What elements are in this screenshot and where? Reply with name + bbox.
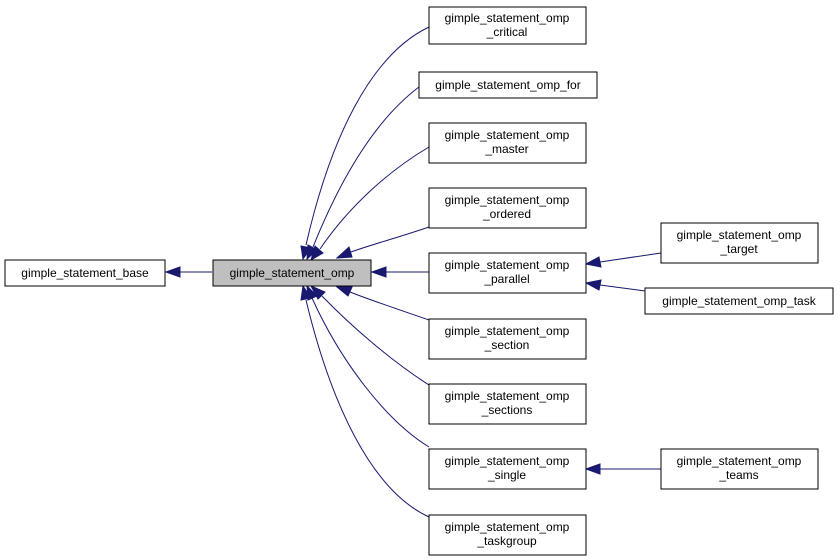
svg-text:gimple_statement_omp: gimple_statement_omp — [230, 266, 355, 280]
svg-text:gimple_statement_base: gimple_statement_base — [21, 266, 149, 280]
svg-text:_taskgroup: _taskgroup — [476, 534, 537, 548]
edge-single-to-omp — [311, 297, 430, 448]
svg-text:_parallel: _parallel — [483, 272, 529, 286]
svg-text:gimple_statement_omp: gimple_statement_omp — [445, 389, 570, 403]
svg-text:_section: _section — [484, 338, 530, 352]
svg-text:_single: _single — [487, 468, 526, 482]
svg-text:_sections: _sections — [481, 403, 533, 417]
svg-text:_critical: _critical — [486, 25, 528, 39]
svg-text:_teams: _teams — [718, 468, 758, 482]
edge-critical-to-omp — [305, 26, 430, 246]
svg-text:gimple_statement_omp: gimple_statement_omp — [445, 520, 570, 534]
nodes: gimple_statement_base gimple_statement_o… — [4, 6, 834, 556]
svg-text:gimple_statement_omp: gimple_statement_omp — [445, 454, 570, 468]
edge-for-to-omp — [312, 86, 420, 248]
svg-text:_target: _target — [719, 242, 758, 256]
arrowhead-taskgroup — [300, 284, 312, 301]
svg-text:gimple_statement_omp: gimple_statement_omp — [445, 193, 570, 207]
node-omp-parallel[interactable]: gimple_statement_omp _parallel — [428, 252, 587, 294]
edge-sections-to-omp — [321, 295, 430, 386]
svg-text:gimple_statement_omp: gimple_statement_omp — [677, 228, 802, 242]
svg-text:gimple_statement_omp: gimple_statement_omp — [445, 11, 570, 25]
edge-target-to-parallel — [599, 252, 662, 263]
node-omp-master[interactable]: gimple_statement_omp _master — [428, 122, 587, 164]
edge-task-to-parallel — [599, 284, 646, 292]
arrowhead-task — [584, 279, 602, 291]
node-omp-task[interactable]: gimple_statement_omp_task — [644, 287, 834, 315]
arrowhead-parallel — [370, 266, 387, 278]
svg-text:gimple_statement_omp: gimple_statement_omp — [445, 324, 570, 338]
svg-text:gimple_statement_omp: gimple_statement_omp — [445, 128, 570, 142]
arrowhead-target — [584, 256, 602, 268]
arrowhead-for — [306, 244, 318, 261]
arrowhead-master — [310, 245, 324, 262]
node-omp-target[interactable]: gimple_statement_omp _target — [660, 222, 819, 264]
edge-taskgroup-to-omp — [305, 299, 430, 518]
svg-text:gimple_statement_omp: gimple_statement_omp — [445, 258, 570, 272]
node-omp-taskgroup[interactable]: gimple_statement_omp _taskgroup — [428, 514, 587, 556]
arrowhead-base — [164, 266, 181, 278]
arrowhead-section — [335, 286, 353, 297]
node-gimple-statement-base[interactable]: gimple_statement_base — [4, 259, 166, 287]
node-omp-teams[interactable]: gimple_statement_omp _teams — [660, 448, 819, 490]
edges — [164, 26, 662, 518]
node-omp-sections[interactable]: gimple_statement_omp _sections — [428, 383, 587, 425]
svg-text:_ordered: _ordered — [482, 207, 531, 221]
node-omp-ordered[interactable]: gimple_statement_omp _ordered — [428, 187, 587, 229]
svg-text:_master: _master — [484, 142, 528, 156]
arrowhead-sections — [309, 284, 326, 300]
node-omp-single[interactable]: gimple_statement_omp _single — [428, 448, 587, 490]
arrowhead-ordered — [335, 246, 353, 259]
edge-master-to-omp — [319, 146, 430, 250]
node-omp-section[interactable]: gimple_statement_omp _section — [428, 318, 587, 360]
edge-section-to-omp — [349, 291, 430, 321]
svg-text:gimple_statement_omp_for: gimple_statement_omp_for — [435, 78, 580, 92]
node-gimple-statement-omp[interactable]: gimple_statement_omp — [212, 259, 372, 287]
node-omp-critical[interactable]: gimple_statement_omp _critical — [428, 6, 587, 45]
node-omp-for[interactable]: gimple_statement_omp_for — [418, 71, 598, 99]
svg-text:gimple_statement_omp_task: gimple_statement_omp_task — [662, 294, 816, 308]
arrowhead-teams — [584, 463, 601, 475]
svg-text:gimple_statement_omp: gimple_statement_omp — [677, 454, 802, 468]
edge-ordered-to-omp — [350, 226, 430, 253]
